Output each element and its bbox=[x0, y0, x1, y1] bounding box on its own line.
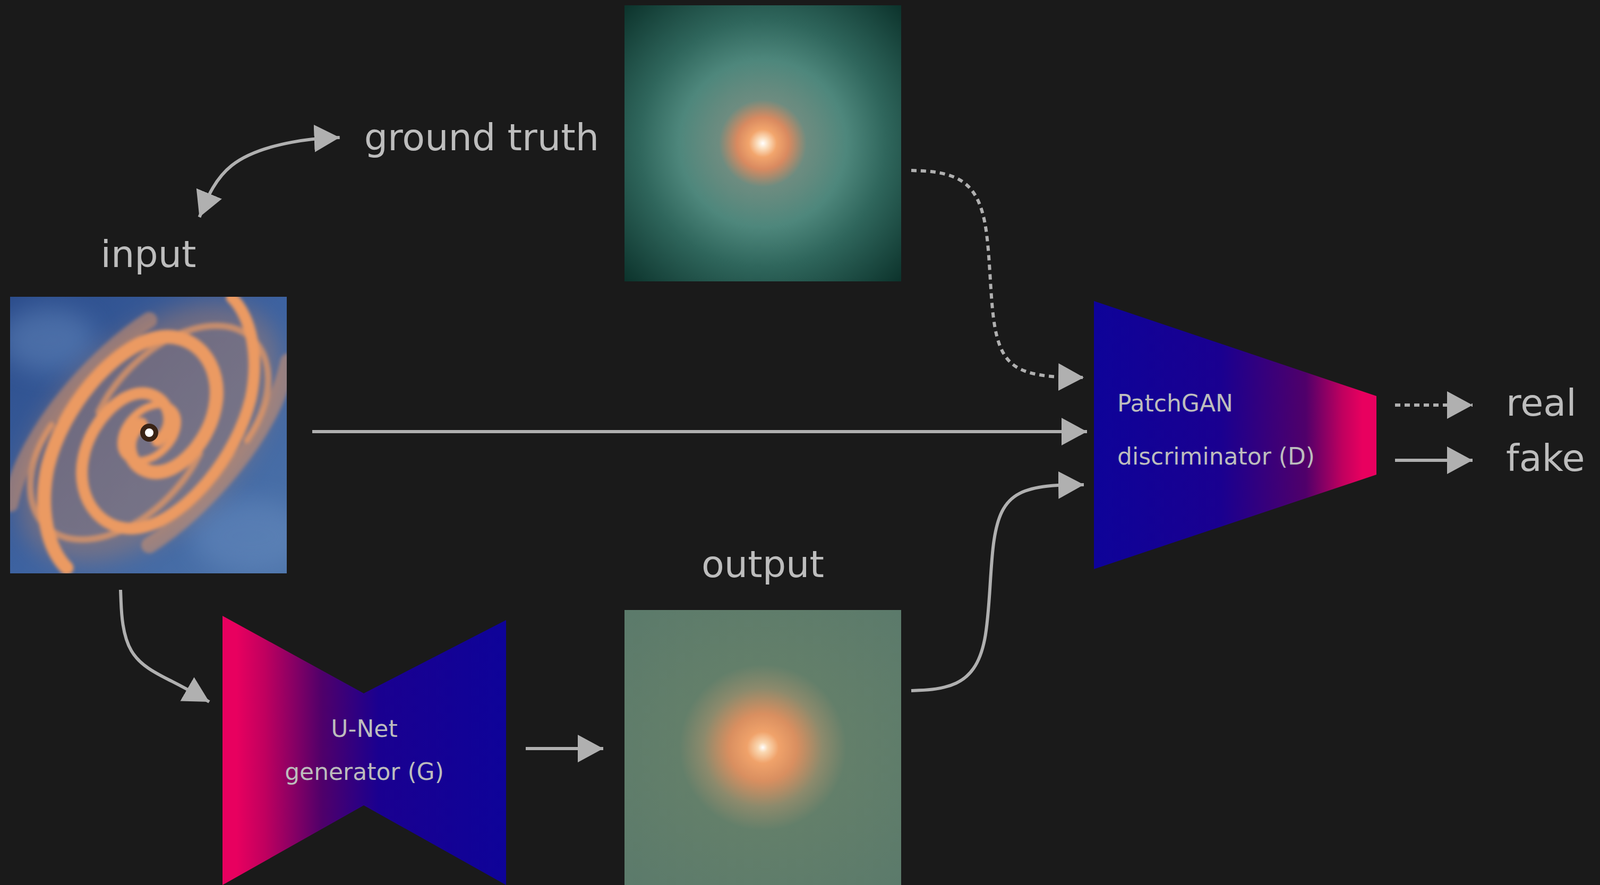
output-class: real bbox=[1506, 380, 1577, 426]
spiral-disc bbox=[10, 296, 287, 574]
disc-glow bbox=[10, 296, 287, 574]
inner-ring bbox=[109, 393, 188, 472]
core bbox=[143, 426, 156, 440]
text-holder: fake bbox=[1506, 435, 1586, 481]
text-holder: output bbox=[624, 542, 902, 587]
generator-bowtie: U-Net generator (G) bbox=[222, 615, 507, 885]
text-holder: real bbox=[1506, 380, 1577, 426]
connectors bbox=[120, 137, 1473, 749]
image-label: ground truth bbox=[364, 115, 600, 160]
class-output-label: real bbox=[1506, 380, 1577, 426]
galaxy-image bbox=[10, 296, 287, 574]
core-ring bbox=[136, 420, 162, 446]
dashed-arrow bbox=[1395, 403, 1473, 407]
generator-bowtie bbox=[222, 615, 507, 885]
discriminator-trapezoid bbox=[1093, 301, 1377, 570]
network-label: PatchGAN discriminator (D) bbox=[1117, 377, 1341, 484]
flow-arrow bbox=[312, 430, 1088, 434]
image-label: input bbox=[100, 232, 196, 277]
flow-arrow bbox=[199, 137, 340, 218]
flow-arrow bbox=[1395, 458, 1473, 462]
filament bbox=[10, 365, 207, 574]
input-image-frame: input bbox=[10, 296, 287, 574]
flow-arrow bbox=[525, 747, 604, 751]
flow-arrow bbox=[120, 589, 210, 703]
discriminator-trapezoid-shape bbox=[1093, 301, 1377, 570]
image-label: output bbox=[701, 542, 825, 587]
dashed-arrow bbox=[911, 170, 1084, 378]
gas-cloud bbox=[10, 307, 96, 372]
network-label: U-Net generator (G) bbox=[274, 707, 455, 794]
filament bbox=[10, 314, 172, 504]
ground-truth-image bbox=[624, 5, 902, 282]
ground-truth-image-frame: ground truth bbox=[624, 5, 902, 282]
output-class: fake bbox=[1506, 435, 1586, 481]
class-output-label: fake bbox=[1506, 435, 1586, 481]
filament bbox=[126, 361, 287, 551]
text-holder: U-Net generator (G) bbox=[222, 615, 507, 885]
flow-arrow bbox=[911, 484, 1084, 691]
text-holder: ground truth bbox=[364, 115, 600, 160]
spiral-arms bbox=[10, 296, 287, 574]
text-holder: input bbox=[10, 232, 287, 277]
discriminator-trapezoid: PatchGAN discriminator (D) bbox=[1093, 301, 1377, 570]
text-holder: PatchGAN discriminator (D) bbox=[1117, 301, 1341, 570]
output-image bbox=[624, 610, 902, 885]
output-image-frame: output bbox=[624, 610, 902, 885]
spiral-arm bbox=[50, 296, 287, 554]
generator-bowtie-shape bbox=[222, 615, 507, 885]
